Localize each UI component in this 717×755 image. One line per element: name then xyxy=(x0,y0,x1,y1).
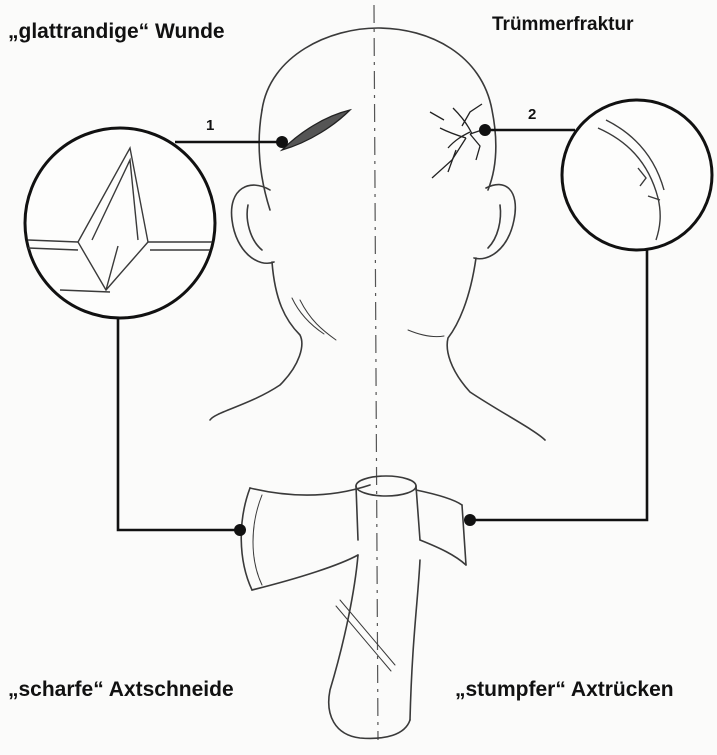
dot-blade xyxy=(234,524,246,536)
label-top-left: „glattrandige“ Wunde xyxy=(8,20,225,44)
axe-sketch-icon xyxy=(241,476,466,738)
incised-wound-icon xyxy=(282,110,350,150)
label-bottom-right: „stumpfer“ Axtrücken xyxy=(455,678,674,702)
incised-wound-detail-icon xyxy=(25,128,215,318)
dot-poll xyxy=(464,514,476,526)
label-top-right: Trümmerfraktur xyxy=(492,14,634,36)
label-bottom-left: „scharfe“ Axtschneide xyxy=(8,678,234,702)
marker-2: 2 xyxy=(528,106,536,123)
dot-wound xyxy=(276,136,288,148)
marker-1: 1 xyxy=(206,117,214,134)
skull-fracture-icon xyxy=(430,104,488,178)
head-sketch-icon xyxy=(210,28,545,440)
fracture-detail-icon xyxy=(562,100,712,250)
callout-dots xyxy=(234,124,491,536)
dot-fracture xyxy=(479,124,491,136)
midline xyxy=(374,5,378,740)
